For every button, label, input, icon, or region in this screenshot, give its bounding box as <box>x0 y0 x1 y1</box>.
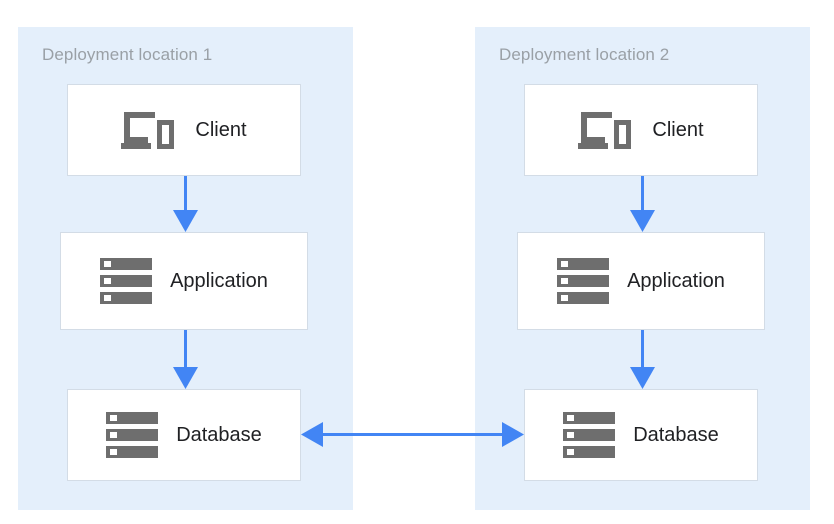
node-database-2-label: Database <box>633 424 719 446</box>
node-application-2[interactable]: Application <box>517 232 765 330</box>
node-client-2[interactable]: Client <box>524 84 758 176</box>
node-database-2[interactable]: Database <box>524 389 758 481</box>
node-client-1[interactable]: Client <box>67 84 301 176</box>
node-database-1[interactable]: Database <box>67 389 301 481</box>
zone-2-title: Deployment location 2 <box>499 45 670 64</box>
server-stack-icon <box>106 412 159 458</box>
node-application-1-label: Application <box>170 270 268 292</box>
devices-icon <box>578 108 634 152</box>
zone-1-title: Deployment location 1 <box>42 45 213 64</box>
node-application-2-label: Application <box>627 270 725 292</box>
node-application-1[interactable]: Application <box>60 232 308 330</box>
server-stack-icon <box>557 258 610 304</box>
node-client-2-label: Client <box>652 119 704 141</box>
server-stack-icon <box>563 412 616 458</box>
node-database-1-label: Database <box>176 424 262 446</box>
server-stack-icon <box>100 258 153 304</box>
devices-icon <box>121 108 177 152</box>
node-client-1-label: Client <box>195 119 247 141</box>
